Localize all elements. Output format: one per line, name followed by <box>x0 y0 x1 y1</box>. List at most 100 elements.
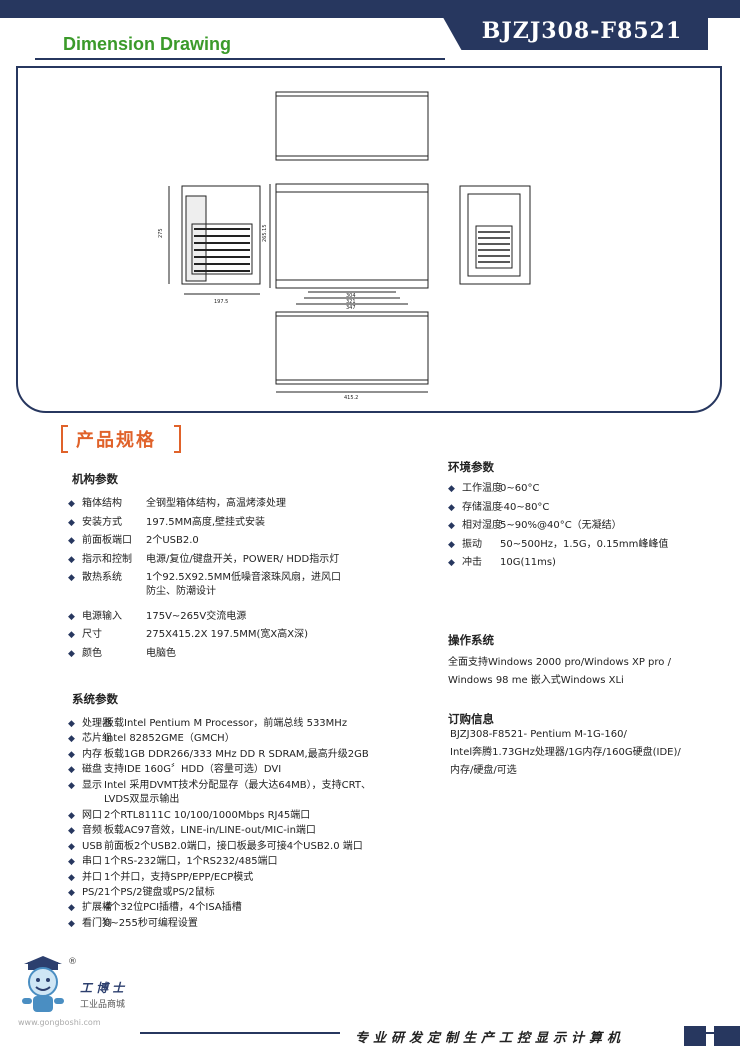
bullet-icon: ◆ <box>68 888 75 898</box>
section-title: Dimension Drawing <box>63 34 232 54</box>
spec-value: 5~90%@40°C（无凝结） <box>500 520 622 531</box>
dim-304: 304 <box>346 293 356 299</box>
bullet-icon: ◆ <box>68 554 75 565</box>
logo-subtitle: 工业品商城 <box>80 1000 126 1010</box>
dimension-drawing: 275 265.15 197.5 304 321 347 415.2 <box>158 91 531 401</box>
bullet-icon: ◆ <box>68 499 75 509</box>
spec-key: 网口 <box>82 810 102 821</box>
os-heading: 操作系统 <box>448 633 494 647</box>
bullet-icon: ◆ <box>68 780 75 791</box>
spec-value: Intel 采用DVMT技术分配显存（最大达64MB），支持CRT、 <box>104 779 371 791</box>
rear-view <box>459 185 531 285</box>
bullet-icon: ◆ <box>68 918 75 929</box>
top-view <box>275 91 429 161</box>
spec-value: 10G(11ms) <box>500 557 556 568</box>
spec-title-bracket <box>61 425 181 453</box>
spec-value: 板载Intel Pentium M Processor，前端总线 533MHz <box>104 718 348 729</box>
bullet-icon: ◆ <box>68 536 75 546</box>
bullet-icon: ◆ <box>68 765 75 776</box>
spec-value: 前面板2个USB2.0端口，接口板最多可接4个USB2.0 端口 <box>104 840 363 852</box>
bullet-icon: ◆ <box>68 630 75 640</box>
spec-value: 175V~265V交流电源 <box>146 610 247 622</box>
bullet-icon: ◆ <box>448 521 455 531</box>
spec-key: 扩展槽 <box>82 902 112 914</box>
dim-347: 347 <box>346 305 356 311</box>
dim-197: 197.5 <box>214 299 228 305</box>
dim-415: 415.2 <box>344 395 358 401</box>
spec-key: 尺寸 <box>82 629 102 640</box>
bullet-icon: ◆ <box>68 611 75 622</box>
bullet-icon: ◆ <box>68 857 75 868</box>
footer-slogan: 专业研发定制生产工控显示计算机 <box>355 1031 626 1046</box>
spec-value: 197.5MM高度,壁挂式安装 <box>146 516 266 528</box>
spec-key: 处理器 <box>82 718 112 729</box>
bullet-icon: ◆ <box>68 903 75 914</box>
footer-block-1 <box>684 1026 706 1046</box>
spec-key: 颜色 <box>82 647 102 659</box>
logo-registered: ® <box>68 957 77 967</box>
spec-key: 显示 <box>82 779 102 791</box>
spec-value: 0~255秒可编程设置 <box>104 917 198 929</box>
spec-value: 板载1GB DDR266/333 MHz DD R SDRAM,最高升级2GB <box>104 748 369 760</box>
spec-value: 275X415.2X 197.5MM(宽X高X深) <box>146 629 308 640</box>
spec-value: 电脑色 <box>146 647 176 659</box>
spec-key: PS/2 <box>82 887 105 898</box>
spec-key: 相对湿度 <box>462 520 502 531</box>
mascot-logo-icon <box>22 956 64 1012</box>
bullet-icon: ◆ <box>448 484 455 494</box>
spec-value-continued: LVDS双显示输出 <box>104 793 180 805</box>
bullet-icon: ◆ <box>68 734 75 745</box>
env-heading: 环境参数 <box>448 460 494 474</box>
spec-key: 存储温度 <box>462 501 502 513</box>
spec-value: 电源/复位/键盘开关，POWER/ HDD指示灯 <box>146 553 340 565</box>
bullet-icon: ◆ <box>68 872 75 883</box>
spec-title: 产品规格 <box>76 430 156 451</box>
mech-heading: 机构参数 <box>72 472 118 486</box>
spec-value: 1个并口，支持SPP/EPP/ECP模式 <box>104 871 254 883</box>
spec-value: -40~80°C <box>500 501 550 513</box>
bullet-icon: ◆ <box>448 558 455 568</box>
spec-key: 指示和控制 <box>82 553 132 565</box>
spec-key: 冲击 <box>462 557 482 568</box>
os-line-1: 全面支持Windows 2000 pro/Windows XP pro / <box>448 657 671 668</box>
spec-key: 安装方式 <box>82 516 122 528</box>
bullet-icon: ◆ <box>68 811 75 821</box>
drawing-frame <box>16 66 722 413</box>
sys-heading: 系统参数 <box>72 692 118 706</box>
spec-key: 箱体结构 <box>82 498 122 509</box>
footer-block-2 <box>714 1026 740 1046</box>
spec-value: 1个RS-232端口，1个RS232/485端口 <box>104 856 278 868</box>
order-heading: 订购信息 <box>448 712 494 726</box>
bullet-icon: ◆ <box>68 841 75 852</box>
bullet-icon: ◆ <box>448 502 455 513</box>
spec-value: 板载AC97音效，LINE-in/LINE-out/MIC-in端口 <box>104 825 316 837</box>
spec-value: 全钢型箱体结构，高温烤漆处理 <box>146 498 286 509</box>
side-view <box>275 183 429 289</box>
spec-key: 串口 <box>82 856 102 868</box>
spec-key: 散热系统 <box>82 572 122 583</box>
order-line-2: Intel奔腾1.73GHz处理器/1G内存/160G硬盘(IDE)/ <box>450 747 681 758</box>
spec-key: 看门狗 <box>82 917 112 929</box>
bullet-icon: ◆ <box>68 573 75 583</box>
bullet-icon: ◆ <box>448 539 455 550</box>
spec-key: 工作温度 <box>462 483 502 494</box>
spec-value: 0~60°C <box>500 483 540 494</box>
front-view <box>181 185 261 285</box>
spec-key: 振动 <box>462 538 482 550</box>
bottom-view <box>275 311 429 385</box>
dim-265: 265.15 <box>262 225 268 243</box>
spec-value: Intel 82852GME（GMCH） <box>104 733 235 745</box>
spec-key: 并口 <box>82 871 102 883</box>
model-title: BJZJ308-F8521 <box>481 18 683 44</box>
spec-value: 4个32位PCI插槽，4个ISA插槽 <box>104 902 242 914</box>
logo-url: www.gongboshi.com <box>18 1018 101 1027</box>
bullet-icon: ◆ <box>68 517 75 528</box>
title-underline <box>35 58 445 60</box>
spec-key: 磁盘 <box>82 764 102 776</box>
spec-key: 前面板端口 <box>82 535 132 546</box>
logo-name: 工博士 <box>80 981 129 995</box>
bullet-icon: ◆ <box>68 749 75 760</box>
spec-value: 1个PS/2键盘或PS/2鼠标 <box>104 887 215 898</box>
bullet-icon: ◆ <box>68 826 75 837</box>
spec-value: 50~500Hz，1.5G，0.15mm峰峰值 <box>500 538 669 550</box>
